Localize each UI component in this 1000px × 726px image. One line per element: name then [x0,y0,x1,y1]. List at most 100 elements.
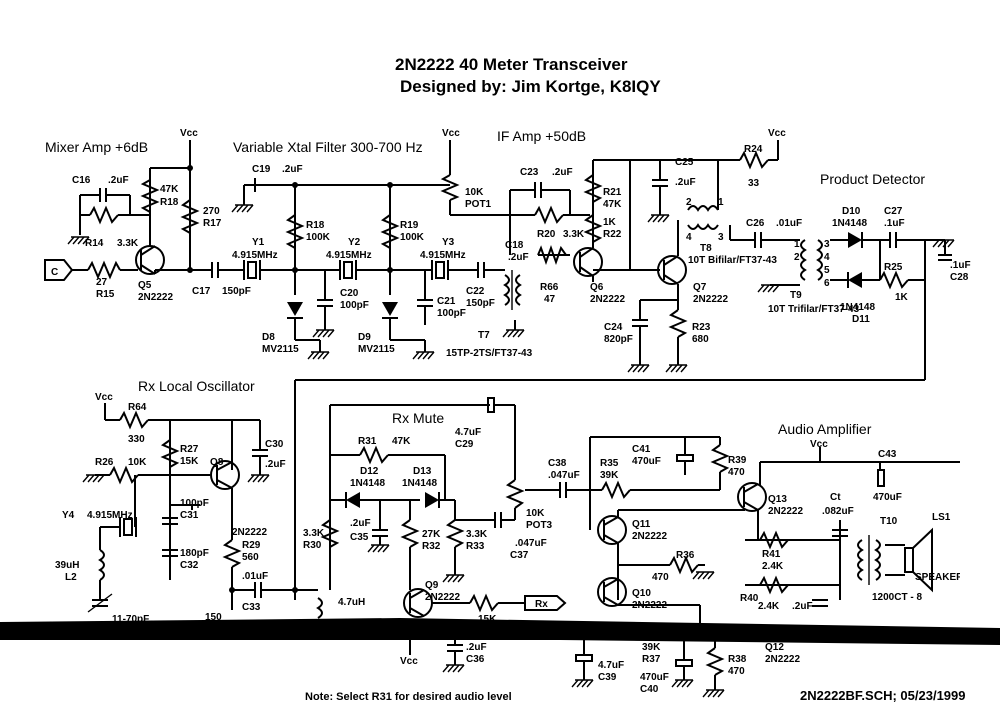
svg-text:10K: 10K [465,187,484,198]
d9-varactor [382,302,398,316]
svg-text:2.4K: 2.4K [758,601,780,612]
svg-text:47K: 47K [160,184,179,195]
svg-text:150pF: 150pF [466,298,495,309]
mixer-amp-stage: C 27 R15 Q5 2N2222 47K R18 Vcc 270 R17 [44,128,251,303]
svg-text:R41: R41 [762,549,781,560]
section-product-detector: Product Detector [820,171,925,187]
schematic-title: 2N2222 40 Meter Transceiver [395,55,628,74]
svg-text:Rx: Rx [535,599,548,610]
audio-amp-stage: C38 .047uF R35 39K C41 470uF R39 470 Q11… [525,436,964,698]
footer-file: 2N2222BF.SCH; 05/23/1999 [800,688,966,703]
svg-text:4.7uF: 4.7uF [598,660,624,671]
r24-resistor [739,150,769,170]
svg-text:10K: 10K [526,508,545,519]
svg-text:2N2222: 2N2222 [632,531,667,542]
svg-text:C29: C29 [455,439,474,450]
t7-transformer [503,274,510,306]
section-rx-lo: Rx Local Oscillator [138,378,255,394]
svg-text:.2uF: .2uF [792,601,813,612]
r21-resistor [583,174,603,203]
r38-resistor [705,647,725,676]
speaker-icon [904,547,914,573]
svg-text:Ct: Ct [830,492,841,503]
svg-text:R19: R19 [400,220,419,231]
r14-resistor [89,205,119,225]
r66-resistor [537,245,567,265]
rx-lo-stage: Vcc R64 330 R27 15K C30 .2uF R26 10K Q8 … [55,392,365,625]
svg-text:2N2222: 2N2222 [425,592,460,603]
svg-text:1200CT - 8: 1200CT - 8 [872,592,922,603]
svg-text:R30: R30 [303,540,322,551]
svg-text:C36: C36 [466,654,485,665]
r29-resistor [222,539,242,568]
svg-text:C28: C28 [950,272,969,283]
q11-transistor [597,515,627,545]
svg-text:150pF: 150pF [222,286,251,297]
svg-text:27: 27 [96,277,108,288]
svg-text:2N2222: 2N2222 [590,294,625,305]
svg-text:10T Bifilar/FT37-43: 10T Bifilar/FT37-43 [688,255,777,266]
r32-resistor [400,519,420,548]
svg-text:L2: L2 [65,572,77,583]
r36-resistor [669,555,699,575]
svg-text:C37: C37 [510,550,529,561]
svg-text:T8: T8 [700,243,712,254]
svg-text:R15: R15 [96,289,115,300]
c29-capacitor [487,397,495,413]
svg-text:C43: C43 [878,449,897,460]
svg-text:1: 1 [794,239,800,250]
svg-text:Y3: Y3 [442,237,455,248]
svg-text:C23: C23 [520,167,539,178]
svg-text:6: 6 [824,278,830,289]
r26-resistor [109,465,139,485]
q6-transistor [573,247,603,277]
rx-mute-stage: 4.7uF C29 R31 47K D12 1N4148 D13 1N4148 … [303,397,567,673]
svg-text:Y1: Y1 [252,237,265,248]
svg-text:470uF: 470uF [873,492,902,503]
vcc-mixer: Vcc [180,128,198,139]
r-15k-resistor [469,593,499,613]
svg-text:180pF: 180pF [180,548,209,559]
svg-text:POT1: POT1 [465,199,492,210]
svg-text:D9: D9 [358,332,371,343]
svg-text:4.915MHz: 4.915MHz [232,250,278,261]
pot1[interactable] [440,174,460,201]
svg-text:.1uF: .1uF [884,218,905,229]
svg-text:SPEAKER: SPEAKER [915,572,964,583]
svg-text:C20: C20 [340,288,359,299]
svg-text:R23: R23 [692,322,711,333]
c41-capacitor [676,454,694,462]
r18-resistor [140,179,160,213]
svg-text:4.915MHz: 4.915MHz [326,250,372,261]
svg-text:C18: C18 [505,240,524,251]
svg-text:2N2222: 2N2222 [693,294,728,305]
r18-100k [285,214,305,249]
r41-resistor [759,530,789,550]
svg-text:D13: D13 [413,466,432,477]
vcc-lo: Vcc [95,392,113,403]
svg-text:R22: R22 [603,229,622,240]
svg-text:C22: C22 [466,286,485,297]
svg-text:C39: C39 [598,672,617,683]
svg-text:27K: 27K [422,529,441,540]
svg-text:39uH: 39uH [55,560,79,571]
vcc-if: Vcc [768,128,786,139]
r30-resistor [320,519,340,548]
svg-text:560: 560 [242,552,259,563]
svg-text:D11: D11 [852,314,870,325]
svg-text:470: 470 [728,467,745,478]
q8-transistor [210,460,240,490]
rx-port[interactable] [524,595,567,611]
svg-text:C38: C38 [548,458,567,469]
svg-text:R32: R32 [422,541,441,552]
svg-text:C16: C16 [72,175,91,186]
svg-text:100pF: 100pF [180,498,209,509]
pot3[interactable] [505,479,525,509]
svg-text:820pF: 820pF [604,334,633,345]
svg-text:R24: R24 [744,144,763,155]
svg-text:MV2115: MV2115 [262,344,299,355]
svg-text:5: 5 [824,265,830,276]
svg-text:C27: C27 [884,206,903,217]
svg-text:C25: C25 [675,157,694,168]
